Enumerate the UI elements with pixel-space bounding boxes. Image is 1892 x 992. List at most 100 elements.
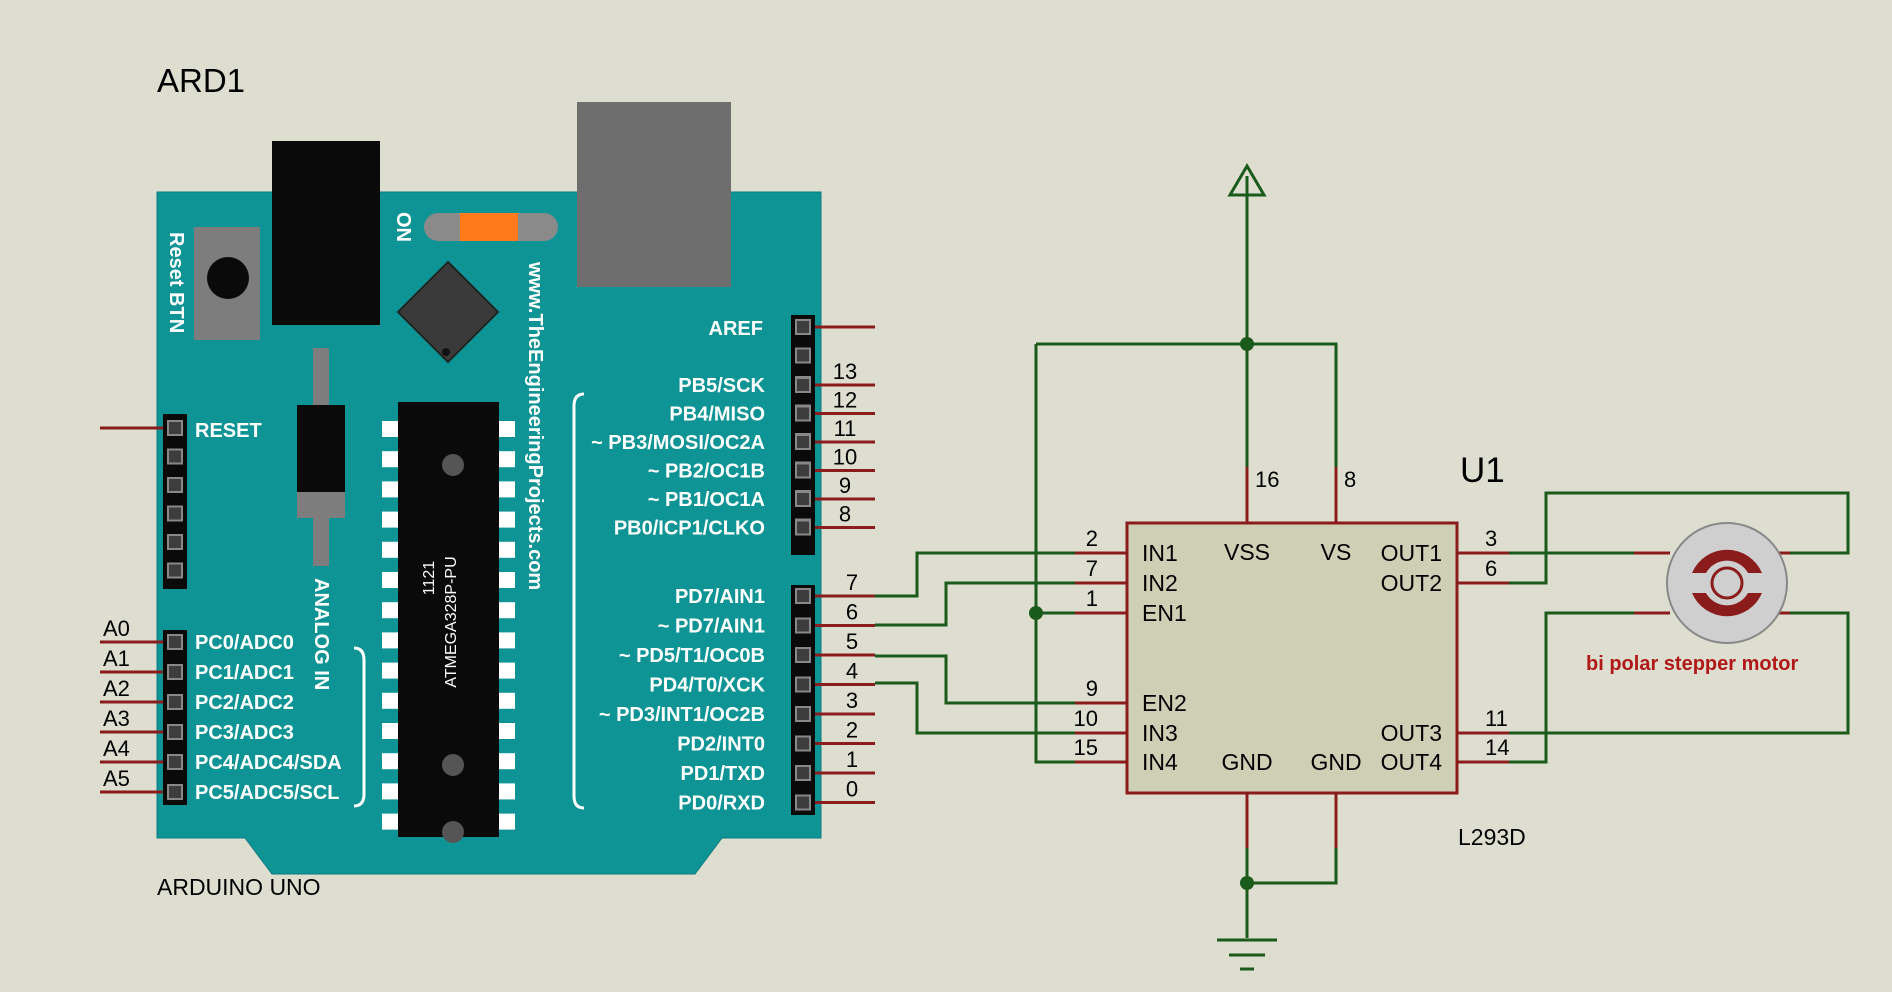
- chip-text-1: 1121: [421, 561, 438, 596]
- chip-pad: [499, 753, 515, 770]
- chip-pad: [499, 572, 515, 588]
- ic-bottom-pin-label: GND: [1310, 749, 1361, 775]
- ic-right-pin-label: OUT3: [1381, 720, 1442, 746]
- header-pin: [167, 694, 183, 710]
- ic-top-pin-number: 16: [1255, 467, 1279, 492]
- junction-gnd: [1240, 876, 1254, 890]
- analog-pin-label: PC5/ADC5/SCL: [195, 782, 339, 804]
- chip-pad: [382, 481, 398, 498]
- header-pin: [795, 319, 811, 335]
- digital-pin-label: PD0/RXD: [678, 793, 765, 815]
- ic-left-pin-label: IN3: [1142, 720, 1178, 746]
- chip-pad: [499, 451, 515, 468]
- chip-pad: [499, 421, 515, 437]
- header-pin: [167, 634, 183, 650]
- ic-left-pin-number: 7: [1086, 556, 1098, 581]
- analog-pin-name: A3: [103, 706, 130, 731]
- chip-pad: [382, 813, 398, 830]
- reset-label: RESET: [195, 420, 262, 442]
- junction-vcc: [1240, 337, 1254, 351]
- header-pin: [167, 534, 183, 550]
- chip-pad: [382, 602, 398, 619]
- aref-label: AREF: [709, 318, 763, 340]
- analog-in-label: ANALOG IN: [310, 578, 332, 690]
- digital-pin-number: 4: [846, 659, 858, 684]
- digital-bracket: [572, 392, 585, 810]
- digital-pin-label: ~ PB3/MOSI/OC2A: [591, 432, 765, 454]
- chip-pad: [382, 451, 398, 468]
- digital-pin-number: 10: [833, 445, 857, 470]
- header-pin: [167, 505, 183, 522]
- analog-pin-name: A4: [103, 736, 130, 761]
- chip-pad: [382, 692, 398, 709]
- analog-pin-label: PC0/ADC0: [195, 632, 294, 654]
- digital-pin-number: 13: [833, 359, 857, 384]
- chip-text-2: ATMEGA328P-PU: [443, 556, 460, 687]
- ic-right-pin-label: OUT1: [1381, 540, 1442, 566]
- website-label: www.TheEngineeringProjects.com: [524, 261, 546, 590]
- chip-pad: [382, 511, 398, 528]
- analog-pin-label: PC3/ADC3: [195, 722, 294, 744]
- on-led-light: [460, 213, 518, 241]
- junction-en: [1029, 606, 1043, 620]
- ic-left-pin-number: 2: [1086, 526, 1098, 551]
- diode-lead: [313, 348, 329, 408]
- chip-pad: [499, 692, 515, 709]
- power-arrow-symbol: [1227, 163, 1267, 197]
- header-pin: [795, 765, 811, 781]
- stepper-motor[interactable]: [1634, 522, 1790, 644]
- chip-pad: [499, 541, 515, 558]
- smd-chip: [396, 260, 500, 364]
- l293d-body[interactable]: [1125, 521, 1459, 795]
- digital-pin-label: PB5/SCK: [678, 375, 765, 397]
- header-pin: [795, 462, 811, 479]
- arduino-model-label: ARDUINO UNO: [157, 874, 321, 900]
- ic-right-pin-label: OUT2: [1381, 570, 1442, 596]
- header-pin: [795, 735, 811, 752]
- analog-pin-label: PC4/ADC4/SDA: [195, 752, 342, 774]
- ic-left-pin-label: IN4: [1142, 749, 1178, 775]
- chip-pad: [499, 481, 515, 498]
- header-pin: [795, 588, 811, 604]
- digital-pin-number: 9: [839, 473, 851, 498]
- digital-pin-label: ~ PB1/OC1A: [648, 489, 765, 511]
- header-pin: [795, 491, 811, 507]
- diode-body: [297, 405, 345, 495]
- ic-top-pin-number: 8: [1344, 467, 1356, 492]
- header-pin: [167, 448, 183, 465]
- header-pin: [167, 477, 183, 493]
- digital-pin-label: PD7/AIN1: [675, 586, 765, 608]
- reset-btn-label: Reset BTN: [165, 232, 187, 333]
- digital-pin-number: 0: [846, 777, 858, 802]
- usb-connector: [577, 102, 731, 287]
- header-analog: [163, 630, 187, 805]
- ic-right-pin-number: 3: [1485, 526, 1497, 551]
- ic-model-label: L293D: [1458, 824, 1526, 850]
- smd-chip-dot: [442, 348, 450, 356]
- digital-pin-label: PB0/ICP1/CLKO: [614, 518, 765, 540]
- header-pin: [167, 664, 183, 680]
- power-jack: [272, 141, 380, 325]
- ic-left-pin-number: 1: [1086, 586, 1098, 611]
- chip-pad: [382, 662, 398, 679]
- ic-top-pin-label: VS: [1321, 539, 1352, 565]
- digital-pin-label: ~ PB2/OC1B: [648, 461, 765, 483]
- analog-pin-name: A1: [103, 646, 130, 671]
- header-pin: [167, 724, 183, 740]
- header-pin: [167, 562, 183, 579]
- digital-pin-label: PD2/INT0: [677, 734, 765, 756]
- chip-pad: [499, 511, 515, 528]
- digital-pin-number: 1: [846, 747, 858, 772]
- digital-pin-label: ~ PD5/T1/OC0B: [619, 645, 765, 667]
- analog-pin-label: PC2/ADC2: [195, 692, 294, 714]
- header-pin: [167, 754, 183, 770]
- digital-pin-number: 12: [833, 388, 857, 413]
- motor-label: bi polar stepper motor: [1586, 653, 1798, 675]
- digital-pin-number: 11: [834, 416, 857, 441]
- header-pin: [795, 377, 811, 393]
- chip-pad: [499, 723, 515, 739]
- header-pin: [167, 420, 183, 436]
- ic-top-pin-label: VSS: [1224, 539, 1270, 565]
- chip-dimple-top: [442, 454, 464, 476]
